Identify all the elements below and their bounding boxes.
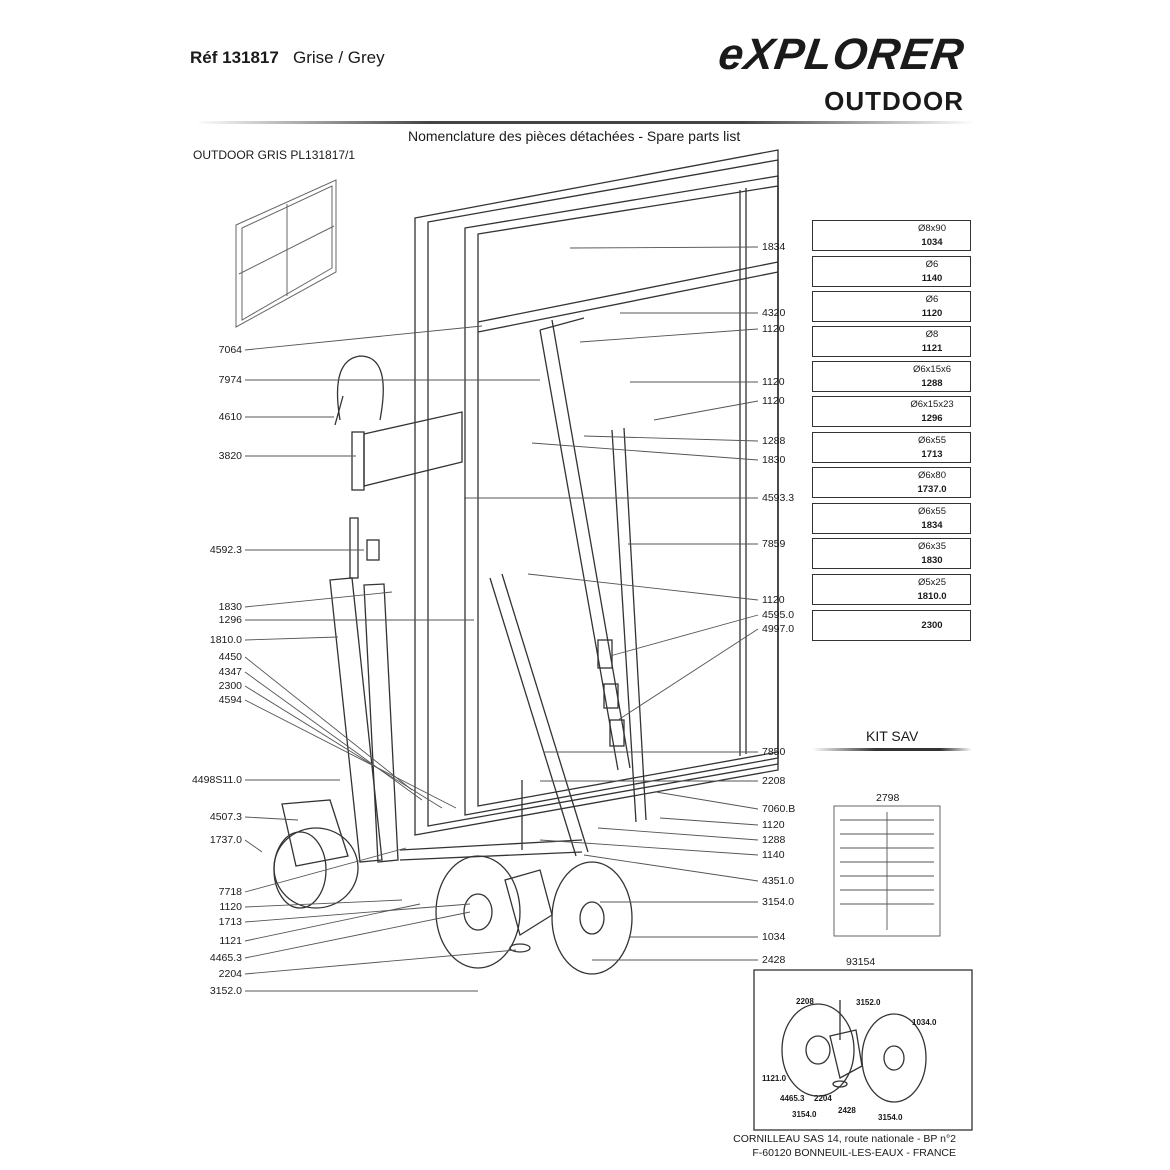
callout-2428: 2428 — [762, 954, 786, 966]
callout-1834: 1834 — [762, 241, 786, 253]
callout-1120-r5: 1120 — [762, 819, 785, 831]
callout-1288-r1: 1288 — [762, 435, 786, 447]
leader-lines-right — [464, 246, 759, 961]
kit-sav-sheet — [833, 805, 941, 937]
reference-number: Réf 131817 Grise / Grey — [190, 48, 385, 67]
callout-1288-r2: 1288 — [762, 834, 786, 846]
wheel-kit-label-2428: 2428 — [838, 1106, 856, 1115]
wheel-kit-label-2204: 2204 — [814, 1094, 832, 1103]
color-label: Grise / Grey — [293, 48, 385, 67]
plan-reference: OUTDOOR GRIS PL131817/1 — [193, 148, 356, 162]
callout-1830-right: 1830 — [762, 454, 786, 466]
wheel-kit-label-3152-0: 3152.0 — [856, 998, 881, 1007]
callout-4593-3: 4593.3 — [762, 492, 795, 504]
brand-logo-outdoor: OUTDOOR — [824, 86, 964, 116]
kit-sav-title: KIT SAV — [866, 728, 919, 744]
callout-1120-r2: 1120 — [762, 376, 785, 388]
callout-7850: 7850 — [762, 746, 786, 758]
callout-1830-left: 1830 — [218, 601, 242, 613]
callout-1120-r3: 1120 — [762, 395, 785, 407]
callout-7060-b: 7060.B — [762, 803, 796, 815]
callout-2300-left: 2300 — [218, 680, 242, 692]
callout-3154-0: 3154.0 — [762, 896, 795, 908]
page-subtitle: Nomenclature des pièces détachées - Spar… — [408, 128, 741, 144]
wheel-kit-number: 93154 — [846, 956, 876, 968]
callout-1120-r4: 1120 — [762, 594, 785, 606]
leader-lines-left — [244, 325, 540, 992]
callout-1034: 1034 — [762, 931, 786, 943]
callout-7859: 7859 — [762, 538, 786, 550]
callout-1140: 1140 — [762, 849, 785, 861]
callout-7718: 7718 — [218, 886, 242, 898]
net-assembly — [334, 355, 463, 491]
wheel-kit-label-2208: 2208 — [796, 997, 814, 1006]
callout-7974: 7974 — [218, 374, 242, 386]
callout-1737-0: 1737.0 — [209, 834, 242, 846]
wheel-kit-label-1121-0: 1121.0 — [762, 1074, 787, 1083]
callout-4450: 4450 — [218, 651, 242, 663]
kit-divider — [812, 748, 972, 751]
callout-1120-left: 1120 — [219, 901, 242, 913]
hardware-box-2300: 2300 — [812, 610, 971, 641]
callout-4351-0: 4351.0 — [762, 875, 795, 887]
footer-address-line1: CORNILLEAU SAS 14, route nationale - BP … — [733, 1133, 956, 1145]
footer-address-line2: F-60120 BONNEUIL-LES-EAUX - FRANCE — [752, 1147, 956, 1159]
callout-1121: 1121 — [219, 935, 242, 947]
callout-1713: 1713 — [218, 916, 242, 928]
callout-4465-3: 4465.3 — [209, 952, 242, 964]
callout-4997-0: 4997.0 — [762, 623, 795, 635]
callout-4594: 4594 — [218, 694, 242, 706]
callout-3820: 3820 — [218, 450, 242, 462]
callout-4592-3: 4592.3 — [209, 544, 242, 556]
header-divider — [195, 121, 975, 124]
table-top-frame — [414, 149, 779, 836]
callout-4595-0: 4595.0 — [762, 609, 795, 621]
callout-1120-r1: 1120 — [762, 323, 785, 335]
callout-1296: 1296 — [218, 614, 242, 626]
callout-2208: 2208 — [762, 775, 786, 787]
callout-1810-0: 1810.0 — [209, 634, 242, 646]
callout-4610: 4610 — [218, 411, 242, 423]
wheel-base — [273, 780, 633, 975]
callout-4507-3: 4507.3 — [209, 811, 242, 823]
callout-2204: 2204 — [218, 968, 242, 980]
wheel-kit-box — [753, 969, 973, 1131]
callout-4320: 4320 — [762, 307, 786, 319]
wheel-kit-label-1034-0: 1034.0 — [912, 1018, 937, 1027]
wheel-kit-label-3154-0-a: 3154.0 — [792, 1110, 817, 1119]
wheel-kit-label-4465-3: 4465.3 — [780, 1094, 805, 1103]
leg-assembly — [329, 317, 647, 863]
wheel-kit-label-3154-0-b: 3154.0 — [878, 1113, 903, 1122]
table-thumbnail — [235, 179, 337, 328]
callout-4347: 4347 — [218, 666, 242, 678]
callout-4498s11-0: 4498S11.0 — [191, 774, 242, 786]
kit-number: 2798 — [876, 792, 900, 804]
callout-7064: 7064 — [218, 344, 242, 356]
callout-3152-0: 3152.0 — [209, 985, 242, 997]
